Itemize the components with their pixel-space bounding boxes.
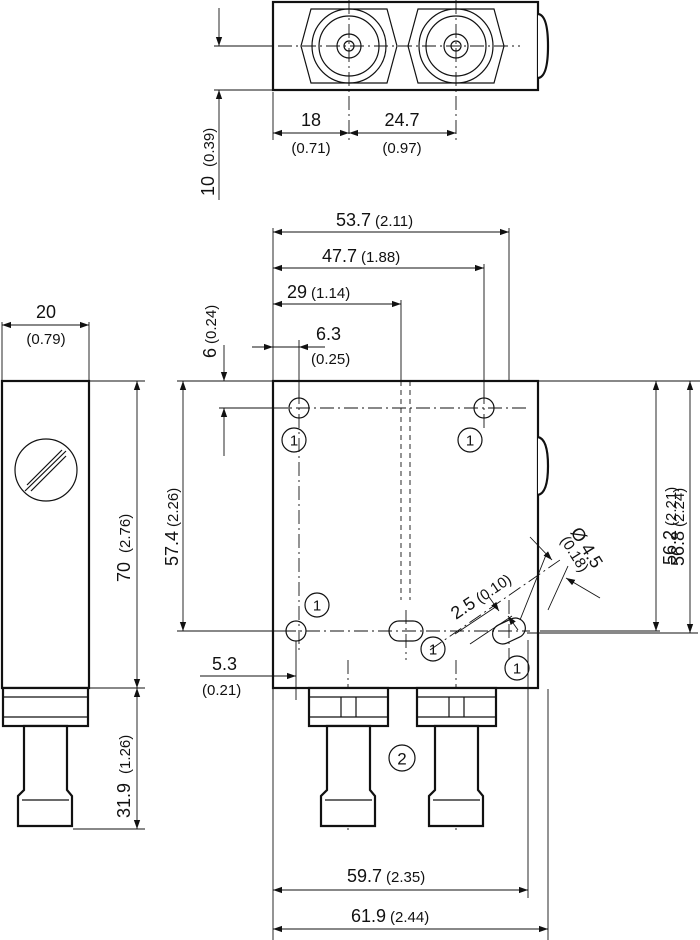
dim-61-9-inch: (2.44)	[390, 909, 429, 926]
svg-text:70 (2.76): 70 (2.76)	[114, 514, 134, 582]
svg-text:57.4(2.26): 57.4 (2.26)	[162, 488, 182, 566]
svg-text:31.9 (1.26): 31.9 (1.26)	[114, 735, 134, 818]
dim-59-7-inch: (2.35)	[386, 869, 425, 886]
dim-20-mm: 20	[36, 302, 56, 322]
dim-31-9-mm: 31.9	[114, 783, 134, 818]
dim-31-9-inch: (1.26)	[117, 735, 134, 774]
mounting-slot-right	[492, 617, 526, 645]
front-view: 1 1 1 1 1	[162, 210, 700, 940]
side-view: 20 (0.79) 70 (2.76) 31.9 (1.26)	[0, 302, 145, 830]
dim-70-mm: 70	[114, 562, 134, 582]
dim-5-3-inch: (0.21)	[202, 682, 241, 699]
dim-57-4-inch: (2.26)	[165, 488, 182, 527]
svg-text:53.7(2.11): 53.7(2.11)	[336, 210, 413, 230]
dim-59-7-mm: 59.7	[347, 866, 382, 886]
svg-text:59.7(2.35): 59.7(2.35)	[347, 866, 425, 886]
dim-5-3-mm: 5.3	[212, 654, 237, 674]
svg-text:1: 1	[313, 598, 321, 615]
front-view-body	[271, 379, 540, 690]
svg-text:1: 1	[513, 661, 521, 678]
dim-24-7-mm: 24.7	[384, 110, 419, 130]
svg-text:1: 1	[290, 433, 298, 450]
dim-56-2-inch: (2.21)	[663, 487, 680, 526]
callout-1-top-left: 1	[281, 427, 307, 453]
dim-56-8-inch: (2.24)	[671, 488, 688, 527]
dim-20-inch: (0.79)	[26, 331, 65, 348]
svg-text:47.7(1.88): 47.7(1.88)	[322, 246, 400, 266]
fitting-right	[415, 686, 498, 828]
svg-text:6(0.24): 6 (0.24)	[200, 305, 220, 358]
dim-70-inch: (2.76)	[117, 514, 134, 553]
svg-text:2: 2	[397, 750, 406, 769]
svg-text:1: 1	[429, 642, 437, 659]
callout-1-bottom-right: 1	[504, 655, 530, 681]
top-view-fitting-right	[407, 0, 505, 140]
callout-2: 2	[388, 744, 416, 772]
dim-56-8-mm: 56.8	[668, 531, 688, 566]
dim-47-7-mm: 47.7	[322, 246, 357, 266]
svg-text:61.9(2.44): 61.9(2.44)	[351, 906, 429, 926]
top-view: 18 (0.71) 24.7 (0.97) 10 (0.39)	[198, 0, 550, 200]
dim-6-inch: (0.24)	[203, 305, 220, 344]
callout-1-bottom-left: 1	[304, 592, 330, 618]
fitting-left	[307, 686, 390, 828]
dim-61-9-mm: 61.9	[351, 906, 386, 926]
svg-text:29(1.14): 29(1.14)	[287, 282, 350, 302]
dim-53-7-inch: (2.11)	[375, 213, 413, 230]
side-view-hose-barb	[16, 724, 74, 828]
dim-6-3-mm: 6.3	[316, 324, 341, 344]
dim-57-4-mm: 57.4	[162, 531, 182, 566]
svg-text:56.2(2.21): 56.2 (2.21)	[660, 487, 680, 565]
dim-18-inch: (0.71)	[291, 140, 330, 157]
dim-56-8-label: 56.8 (2.24)	[668, 488, 688, 566]
callout-1-top-right: 1	[457, 427, 483, 453]
svg-text:10 (0.39): 10 (0.39)	[198, 128, 218, 196]
dim-47-7-inch: (1.88)	[361, 249, 400, 266]
front-view-side-knob	[537, 435, 550, 497]
svg-text:1: 1	[466, 433, 474, 450]
dim-29-mm: 29	[287, 282, 307, 302]
adjust-screw	[14, 438, 78, 502]
dim-56-2-mm: 56.2	[660, 530, 680, 565]
dim-53-7-mm: 53.7	[336, 210, 371, 230]
dim-29-inch: (1.14)	[311, 285, 350, 302]
dim-10-mm: 10	[198, 176, 218, 196]
callout-1-center: 1	[420, 636, 446, 662]
mounting-slot-center	[388, 620, 424, 642]
dim-18-mm: 18	[301, 110, 321, 130]
dim-10-inch: (0.39)	[201, 128, 218, 167]
side-view-nut	[1, 686, 90, 728]
top-view-fitting-left	[300, 0, 398, 140]
top-view-side-knob	[537, 12, 550, 80]
dim-24-7-inch: (0.97)	[382, 140, 421, 157]
dim-6-3-inch: (0.25)	[311, 351, 350, 368]
side-view-body	[0, 379, 91, 690]
dim-6-mm: 6	[200, 348, 220, 358]
